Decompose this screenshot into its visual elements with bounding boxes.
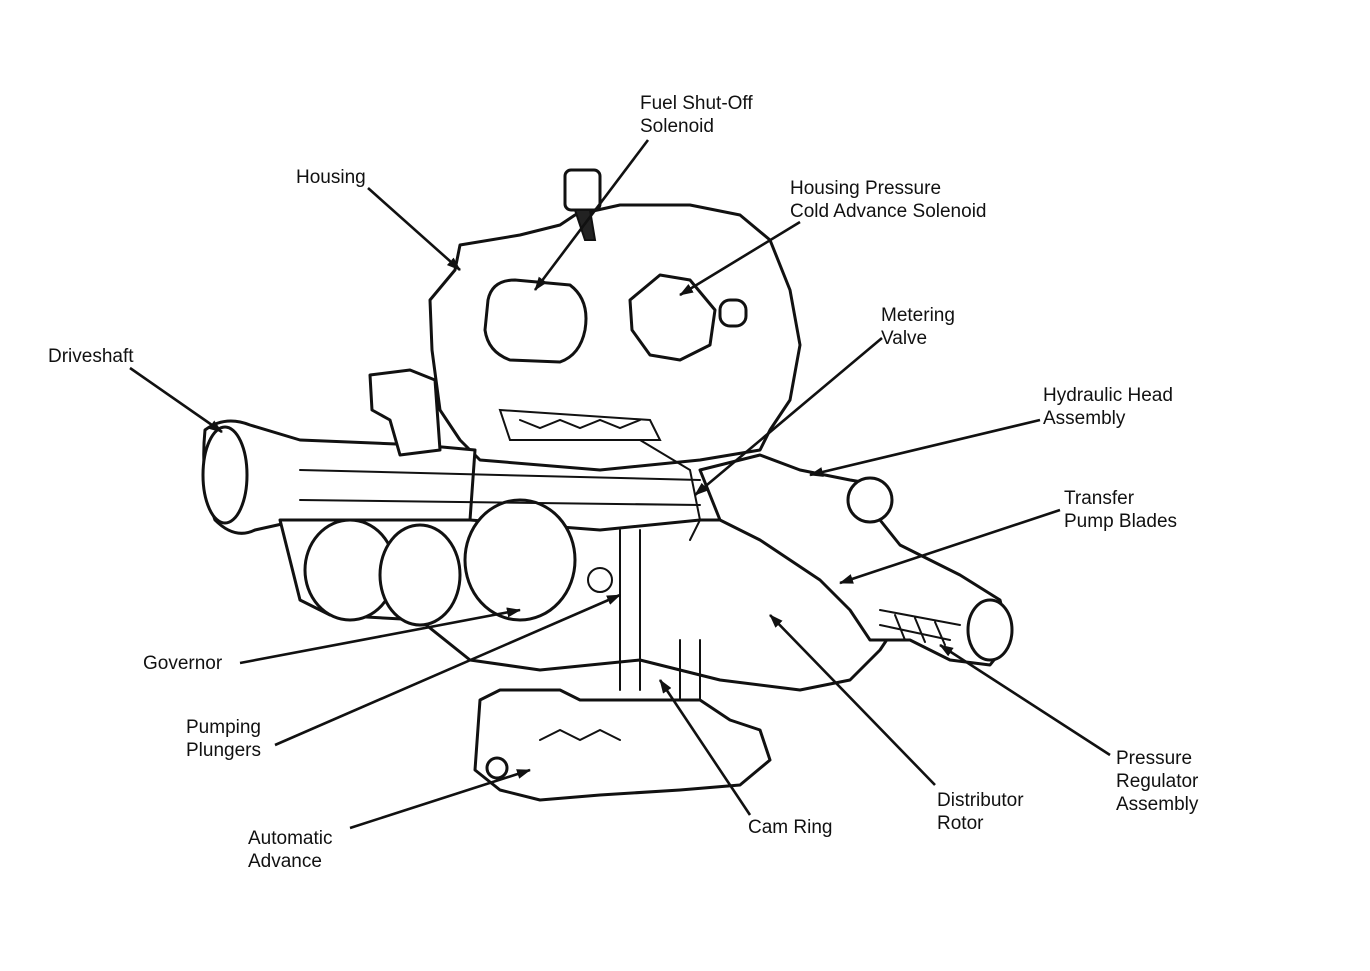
advance-piston-end — [485, 756, 509, 780]
shut-off-solenoid-body — [483, 278, 588, 364]
governor-drum — [378, 523, 462, 627]
internal-spring — [519, 418, 641, 430]
internal-regulator — [879, 609, 961, 646]
internal-shaft — [299, 469, 701, 506]
cam-ring-shape — [463, 498, 577, 622]
label-pressure-regulator-assembly: Pressure Regulator Assembly — [1116, 748, 1199, 815]
leader-housing — [367, 187, 461, 271]
leader-hydraulic-head-assembly — [809, 418, 1041, 477]
label-pumping-plungers: Pumping Plungers — [186, 717, 261, 761]
hydraulic-head-port — [846, 476, 894, 524]
label-housing: Housing — [296, 167, 366, 188]
leader-metering-valve — [694, 337, 883, 496]
internal-plungers — [619, 529, 701, 701]
internal-advance-spring — [539, 728, 621, 742]
label-automatic-advance: Automatic Advance — [248, 828, 333, 872]
label-fuel-shut-off-solenoid: Fuel Shut-Off Solenoid — [640, 93, 753, 137]
automatic-advance-body — [473, 688, 772, 802]
shut-off-solenoid-terminal — [563, 168, 602, 212]
leader-driveshaft — [129, 366, 223, 434]
label-transfer-pump-blades: Transfer Pump Blades — [1064, 488, 1178, 532]
leader-housing-pressure-cold-advance-solenoid — [679, 220, 801, 297]
leader-governor — [239, 607, 521, 665]
leader-cam-ring — [658, 679, 752, 816]
cold-advance-solenoid-body — [628, 273, 717, 362]
leader-distributor-rotor — [769, 614, 936, 786]
leader-automatic-advance — [349, 768, 531, 830]
leader-fuel-shut-off-solenoid — [533, 139, 650, 291]
driveshaft-flange — [201, 425, 249, 525]
regulator-end-cap — [966, 598, 1014, 662]
housing-bolt — [718, 298, 748, 328]
label-metering-valve: Metering Valve — [881, 305, 955, 349]
label-governor: Governor — [143, 653, 223, 674]
leader-pressure-regulator-assembly — [939, 643, 1111, 757]
label-driveshaft: Driveshaft — [48, 346, 134, 367]
governor-bolt — [587, 567, 613, 593]
label-hydraulic-head-assembly: Hydraulic Head Assembly — [1043, 385, 1173, 429]
leader-pumping-plungers — [274, 593, 621, 747]
label-housing-pressure-cold-advance-solenoid: Housing Pressure Cold Advance Solenoid — [790, 178, 987, 222]
leader-transfer-pump-blades — [839, 508, 1061, 585]
internal-rotor — [498, 408, 662, 441]
label-cam-ring: Cam Ring — [748, 817, 833, 838]
label-distributor-rotor: Distributor Rotor — [937, 790, 1024, 834]
driveshaft-bracket — [368, 368, 442, 457]
